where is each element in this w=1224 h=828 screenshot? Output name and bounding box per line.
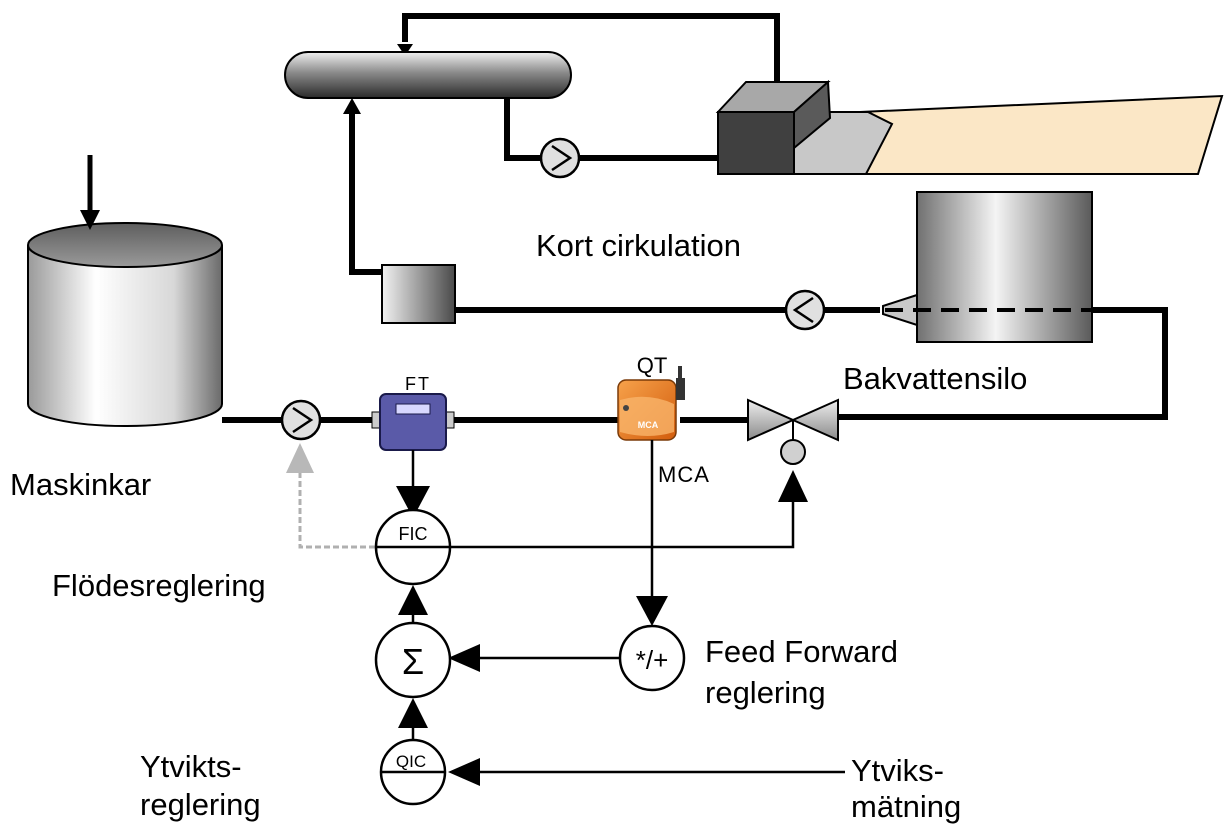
ytviks-label-line1: Ytviks- bbox=[851, 753, 944, 788]
pump-headbox bbox=[539, 137, 581, 179]
qt-label: QT bbox=[637, 353, 668, 378]
qic-label: QIC bbox=[396, 752, 426, 771]
arrow-mca-to-ff bbox=[636, 596, 668, 626]
flodesreglering-label: Flödesreglering bbox=[52, 568, 266, 603]
flow-transmitter bbox=[371, 393, 455, 451]
bakvattensilo-label: Bakvattensilo bbox=[843, 361, 1028, 396]
signal-fic-to-valve bbox=[451, 500, 795, 549]
sum-block bbox=[374, 621, 452, 699]
control-valve bbox=[747, 398, 839, 465]
arrow-to-valve bbox=[778, 470, 808, 502]
ft-label: FT bbox=[405, 374, 431, 394]
pump-silo bbox=[784, 289, 826, 331]
signal-fic-to-pump-dashed bbox=[298, 473, 375, 549]
mca-device bbox=[617, 366, 685, 441]
cleaner-box bbox=[381, 264, 456, 324]
mca-device-label: MCA bbox=[638, 420, 659, 430]
pump-main bbox=[280, 399, 322, 441]
qic-controller bbox=[379, 738, 447, 806]
arrow-sum-to-fic bbox=[398, 585, 428, 615]
paper-web bbox=[858, 94, 1224, 175]
ytvikts-label-line1: Ytvikts- bbox=[140, 749, 242, 784]
signal-arrowheads bbox=[396, 470, 808, 786]
maskinkar-tank bbox=[27, 222, 223, 427]
pipe-silo-outlet bbox=[838, 307, 1168, 420]
feed-forward-block bbox=[618, 624, 686, 692]
paper-machine bbox=[715, 79, 1224, 175]
fic-controller bbox=[374, 508, 452, 586]
kort-cirkulation-label: Kort cirkulation bbox=[536, 228, 742, 263]
arrow-to-pump-dashed bbox=[286, 443, 314, 473]
arrow-ff-to-sum bbox=[448, 644, 480, 672]
arrow-qic-to-sum bbox=[398, 698, 428, 728]
signal-lines bbox=[411, 440, 845, 774]
ytviks-label-line2: mätning bbox=[851, 789, 962, 824]
ytvikts-label-line2: reglering bbox=[140, 787, 261, 822]
feed-forward-symbol: */+ bbox=[636, 645, 669, 675]
arrow-into-headbox bbox=[397, 44, 413, 56]
feed-forward-label-line1: Feed Forward bbox=[705, 634, 898, 669]
feed-forward-label-line2: reglering bbox=[705, 675, 826, 710]
arrow-ft-to-fic bbox=[396, 486, 430, 518]
bakvattensilo-silo bbox=[882, 191, 1093, 343]
arrow-up-to-headbox bbox=[343, 98, 361, 114]
pipe-headbox-to-machine bbox=[504, 92, 540, 161]
inflow-arrow-head bbox=[80, 210, 100, 230]
pipe-return-loop bbox=[402, 13, 780, 82]
maskinkar-label: Maskinkar bbox=[10, 467, 152, 502]
arrow-to-qic bbox=[448, 758, 480, 786]
fic-label: FIC bbox=[399, 524, 428, 544]
headbox-tank bbox=[284, 51, 572, 99]
machine-body bbox=[717, 111, 795, 175]
pipe-cleaner-to-headbox bbox=[349, 112, 382, 275]
mca-label: MCA bbox=[658, 462, 710, 487]
sum-symbol: Σ bbox=[402, 641, 424, 682]
pipes bbox=[222, 13, 1168, 423]
